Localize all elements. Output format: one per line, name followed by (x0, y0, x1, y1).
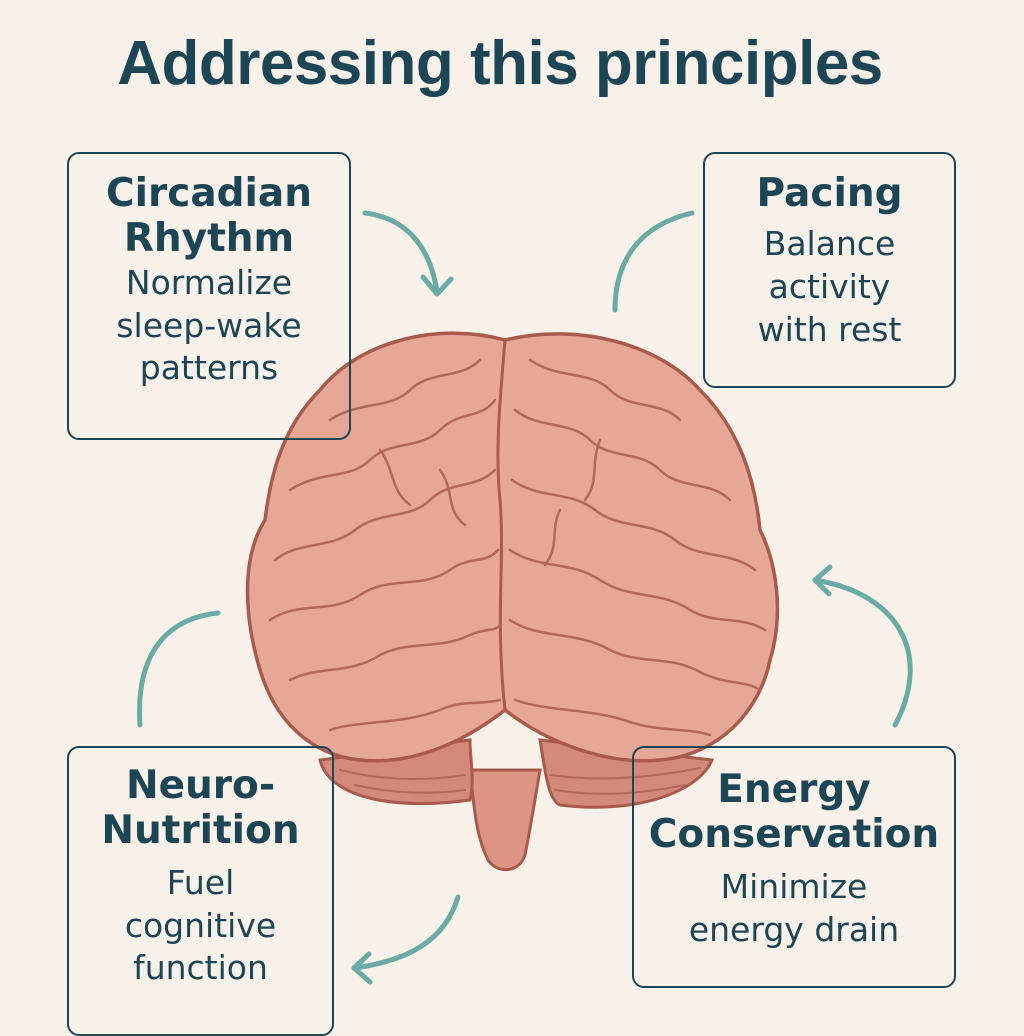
brain-icon (245, 331, 780, 871)
principle-description: Balance activity with rest (757, 223, 902, 349)
arrow-brain-to-neuro-icon (137, 610, 221, 728)
arrow-brain-to-pacing-icon (612, 210, 695, 313)
principle-card-pacing: Pacing Balance activity with rest (703, 152, 956, 388)
principle-heading: Circadian Rhythm (105, 171, 313, 261)
principle-heading: Neuro- Nutrition (101, 763, 300, 853)
principle-card-energy-conservation: Energy Conservation Minimize energy drai… (632, 746, 956, 988)
principle-description: Fuel cognitive function (124, 862, 277, 988)
principle-card-neuro-nutrition: Neuro- Nutrition Fuel cognitive function (67, 746, 334, 1036)
principle-heading: Energy Conservation (648, 767, 940, 857)
page-title: Addressing this principles (117, 29, 883, 98)
principle-heading: Pacing (756, 171, 903, 216)
arrow-energy-to-brain-icon (812, 564, 913, 728)
principle-description: Minimize energy drain (688, 866, 900, 949)
arrow-neuro-from-brain-icon (351, 894, 461, 985)
principle-description: Normalize sleep-wake patterns (116, 262, 302, 388)
principle-card-circadian-rhythm: Circadian Rhythm Normalize sleep-wake pa… (67, 152, 351, 440)
arrow-circadian-to-brain-icon (362, 210, 454, 297)
